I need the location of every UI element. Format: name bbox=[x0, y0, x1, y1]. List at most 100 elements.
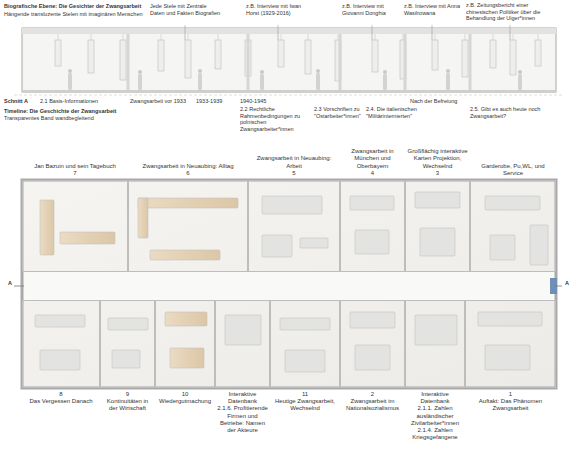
display-table bbox=[415, 192, 460, 208]
stele bbox=[490, 40, 496, 68]
stele bbox=[305, 40, 311, 74]
display-table bbox=[485, 196, 540, 210]
room-title: Kontinuitäten in der Wirtschaft bbox=[102, 398, 153, 412]
leader-line bbox=[372, 25, 373, 40]
annotation-text: z.B. Interview mit Iwan Horst (1929-2016… bbox=[246, 3, 308, 16]
room-caption: Garderobe, Pu,WL, und Service bbox=[472, 163, 554, 177]
room-title: Zwangsarbeit in München und Oberbayern bbox=[342, 148, 403, 170]
display-table bbox=[420, 228, 455, 256]
section-line bbox=[554, 286, 562, 287]
exhibition-room: Großflächig interaktive Karten Projektio… bbox=[405, 180, 470, 272]
stele bbox=[88, 40, 94, 73]
room-number: 6 bbox=[130, 170, 246, 177]
room-caption: Zwangsarbeit in München und Oberbayern4 bbox=[342, 148, 403, 177]
room-caption: 1Auftakt: Das Phänomen Zwangsarbeit bbox=[467, 391, 554, 413]
exhibition-room: Interaktive Datenbank2.1.6. Profitierend… bbox=[215, 300, 270, 388]
stele bbox=[432, 40, 438, 70]
floor-plan bbox=[14, 180, 562, 388]
room-title: Zwangsarbeit in Neuaubing: Alltag bbox=[130, 163, 246, 170]
section-stelae bbox=[55, 25, 541, 90]
timeline-label: 1933-1939 bbox=[196, 98, 236, 105]
display-table bbox=[112, 350, 140, 368]
stele-hanger bbox=[58, 34, 59, 40]
exhibition-room: Zwangsarbeit in Neuaubing: Arbeit5 bbox=[248, 180, 340, 272]
room-title: Wiedergutmachung bbox=[157, 398, 213, 405]
display-table bbox=[280, 318, 330, 330]
timeline-label: 2.2 Rechtliche Rahmenbedingungen zu poln… bbox=[240, 106, 310, 132]
section-ceiling bbox=[22, 28, 556, 34]
wood-panel bbox=[138, 198, 238, 208]
room-title: Das Vergessen Danach bbox=[24, 398, 98, 405]
section-wall bbox=[469, 34, 472, 90]
section-marker: A bbox=[6, 280, 14, 287]
room-caption: Interaktive Datenbank2.1.6. Profitierend… bbox=[217, 391, 268, 434]
stele-hanger bbox=[435, 34, 436, 40]
stele-hanger bbox=[338, 34, 339, 40]
room-caption: Zwangsarbeit in Neuaubing: Alltag6 bbox=[130, 163, 246, 177]
stele-hanger bbox=[281, 34, 282, 40]
stele-hanger bbox=[493, 34, 494, 40]
section-wall bbox=[339, 34, 342, 90]
room-title: 2.1.1. Zahlen ausländischer Zivilarbeite… bbox=[407, 405, 463, 441]
timeline-label: 2.1 Basis-Informationen bbox=[40, 98, 120, 105]
stele-hanger bbox=[403, 34, 404, 40]
room-number: 5 bbox=[250, 170, 338, 177]
stele-hanger bbox=[308, 34, 309, 40]
visitor-figure bbox=[260, 70, 264, 90]
stele bbox=[372, 40, 378, 72]
visitor-figure bbox=[383, 70, 387, 90]
wood-panel bbox=[40, 200, 54, 255]
display-table bbox=[530, 225, 548, 265]
room-title: Zwangsarbeit in Neuaubing: Arbeit bbox=[250, 155, 338, 169]
room-number: 1 bbox=[467, 391, 554, 398]
room-number: 7 bbox=[24, 170, 126, 177]
stele-hanger bbox=[123, 34, 124, 40]
room-caption: 9Kontinuitäten in der Wirtschaft bbox=[102, 391, 153, 413]
stele-hanger bbox=[375, 34, 376, 40]
room-title: 2.1.6. Profitierende Firmen und Betriebe… bbox=[217, 405, 268, 434]
wood-panel bbox=[60, 232, 115, 244]
room-title: Zwangsarbeit im Nationalsozialismus bbox=[342, 398, 403, 412]
section-floor bbox=[22, 90, 556, 93]
stele-hanger bbox=[218, 34, 219, 40]
exhibition-room: Garderobe, Pu,WL, und Service bbox=[470, 180, 556, 272]
display-table bbox=[285, 350, 325, 372]
exhibition-room: 9Kontinuitäten in der Wirtschaft bbox=[100, 300, 155, 388]
stele-hanger bbox=[161, 34, 162, 40]
room-caption: Großflächig interaktive Karten Projektio… bbox=[407, 148, 468, 177]
stele-hanger bbox=[513, 34, 514, 40]
room-number: 2 bbox=[342, 391, 403, 398]
display-table bbox=[300, 238, 328, 248]
stele-hanger bbox=[465, 34, 466, 40]
timeline-label: 1940-1945 bbox=[240, 98, 280, 105]
timeline-label: Zwangsarbeit vor 1933 bbox=[130, 98, 192, 105]
display-table bbox=[225, 315, 261, 345]
display-table bbox=[485, 345, 530, 370]
visitor-figure bbox=[138, 70, 142, 90]
display-table bbox=[262, 196, 322, 214]
section-marker: A bbox=[563, 280, 571, 287]
leader-line bbox=[278, 25, 279, 40]
timeline-label: 2.4. Die italienischen "Militärinternier… bbox=[366, 106, 424, 119]
timeline-label: Nach der Befreiung bbox=[410, 98, 466, 105]
room-caption: 8Das Vergessen Danach bbox=[24, 391, 98, 405]
display-table bbox=[108, 318, 148, 330]
room-number: 11 bbox=[272, 391, 338, 398]
section-frame bbox=[22, 28, 556, 92]
room-title: Jan Bazuin und sein Tagebuch bbox=[24, 163, 126, 170]
exhibition-room: 1Auftakt: Das Phänomen Zwangsarbeit bbox=[465, 300, 556, 388]
room-caption: 10Wiedergutmachung bbox=[157, 391, 213, 405]
section-wall bbox=[247, 34, 250, 90]
display-table bbox=[350, 312, 395, 328]
annotation-text: z.B. Interview mit Giovanni Donghia bbox=[342, 3, 400, 16]
display-table bbox=[478, 312, 542, 326]
room-number: 3 bbox=[407, 170, 468, 177]
stele bbox=[215, 40, 221, 69]
visitor-figure bbox=[68, 69, 72, 90]
room-title: Interaktive Datenbank bbox=[407, 391, 463, 405]
room-title: Auftakt: Das Phänomen Zwangsarbeit bbox=[467, 398, 554, 412]
room-caption: Interaktive Datenbank2.1.1. Zahlen auslä… bbox=[407, 391, 463, 441]
room-title: Heutige Zwangsarbeit, Wechselnd bbox=[272, 398, 338, 412]
